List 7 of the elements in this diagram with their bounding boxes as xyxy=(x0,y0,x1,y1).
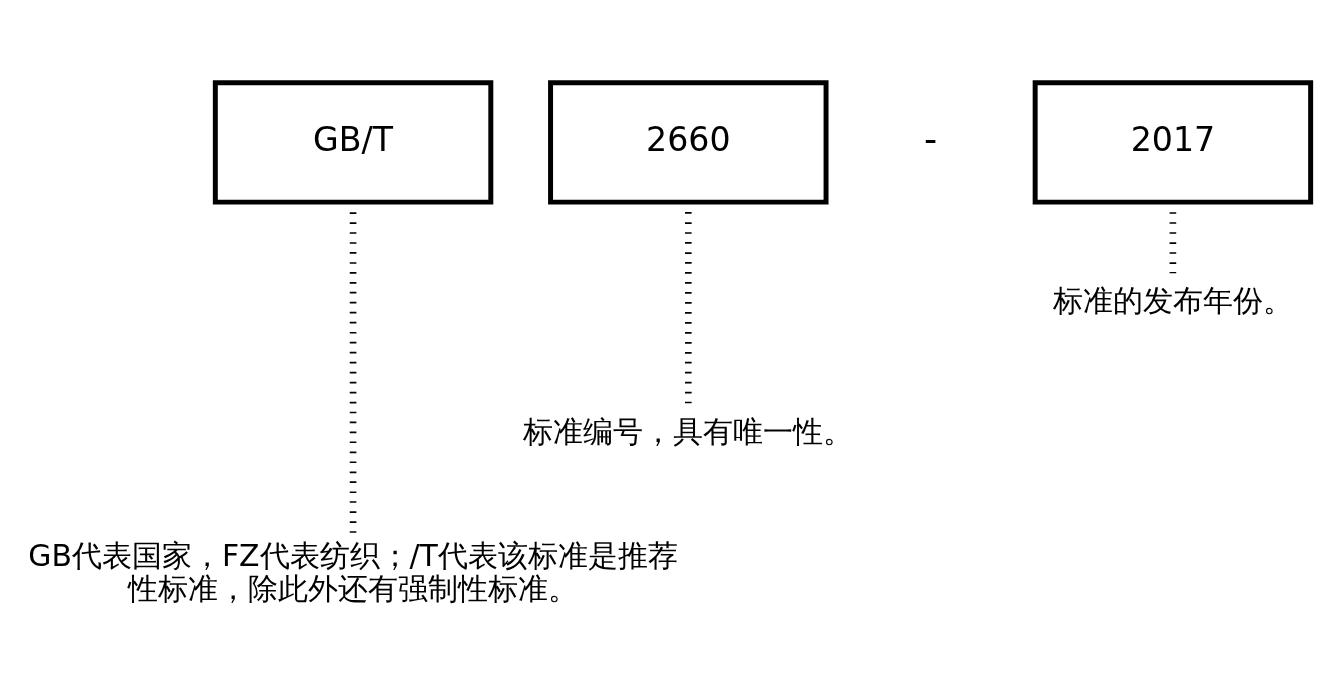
node-text: 标准编号，具有唯一性。 xyxy=(523,413,854,449)
node-box: GB/T xyxy=(212,80,494,205)
node-text: GB代表国家，FZ代表纺织；/T代表该标准是推荐性标准，除此外还有强制性标准。 xyxy=(28,538,678,607)
node-text: 标准的发布年份。 xyxy=(1052,282,1293,318)
node-box: 2017 xyxy=(1032,80,1314,205)
node-box: 2660 xyxy=(548,80,829,205)
label: - xyxy=(924,117,938,161)
